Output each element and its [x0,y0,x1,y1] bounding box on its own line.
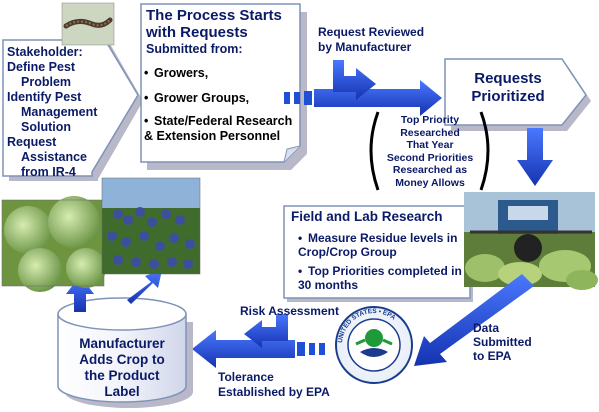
review-bent-arrow [333,60,376,100]
stakeholder-text: Stakeholder: Define Pest Problem Identif… [7,45,97,180]
research-bullet-text: Top Priorities completed in 30 months [298,264,462,292]
process-title: The Process Starts with Requests [146,7,282,41]
research-bullet-text: Measure Residue levels in Crop/Crop Grou… [298,231,458,259]
research-bullet: •Top Priorities completed in 30 months [298,264,462,292]
stakeholder-line: Define Pest [7,60,76,74]
down-arrow [517,128,553,186]
left-bracket [369,111,380,191]
review-line: Request Reviewed [318,25,425,39]
priority-line: Researched [400,126,460,139]
stakeholder-line: Assistance [21,150,88,164]
process-bullet-text: Growers, [154,66,209,80]
process-subtitle: Submitted from: [146,42,243,56]
data-submitted-line: to EPA [473,349,512,363]
manufacturer-line: the Product [84,368,160,383]
process-bullet-text: Grower Groups, [154,91,250,105]
field-sprayer-photo [464,192,598,290]
epa-seal-icon: UNITED STATES • EPA [335,306,413,384]
process-bullet-text: State/Federal Research & Extension Perso… [144,114,293,143]
stakeholder-line: from IR-4 [21,165,76,179]
stakeholder-line: Stakeholder: [7,45,83,59]
up-arrow-right [127,270,162,304]
stakeholder-line: Identify Pest [7,90,82,104]
process-bullet: •Grower Groups, [144,91,250,105]
research-box-shape [283,205,473,302]
manufacturer-label: Manufacturer Adds Crop to the Product La… [58,336,186,400]
tolerance-label: Tolerance Established by EPA [218,370,330,400]
prioritized-label: Requests Prioritized [458,70,558,106]
to-manufacturer-arrow [192,330,325,368]
manufacturer-line: Adds Crop to [79,352,165,367]
data-submitted-line: Data [473,321,500,335]
cabbage-photo [1,196,106,292]
priority-line: Money Allows [395,176,465,189]
review-label: Request Reviewed by Manufacturer [318,25,424,55]
tolerance-line: Tolerance [218,370,274,384]
prioritized-line: Prioritized [471,88,545,105]
priority-line: Second Priorities [386,151,474,164]
prioritized-line: Requests [474,70,542,87]
manufacturer-line: Label [104,384,140,399]
review-line: by Manufacturer [318,40,412,54]
stakeholder-line: Solution [21,120,71,134]
process-bullet: •Growers, [144,66,209,80]
process-bullet: •State/Federal Research & Extension Pers… [144,114,293,143]
data-submitted-line: Submitted [473,335,532,349]
manufacturer-line: Manufacturer [79,336,165,351]
stakeholder-line: Problem [21,75,72,89]
priority-line: That Year [406,139,454,151]
research-bullet: •Measure Residue levels in Crop/Crop Gro… [298,231,458,259]
stakeholder-line: Request [7,135,57,149]
data-submitted-label: Data Submitted to EPA [473,321,532,363]
stakeholder-arrow [2,15,143,181]
manufacturer-cylinder [57,297,193,408]
risk-bent-arrow [244,314,288,348]
process-box-shape [140,3,307,170]
risk-label: Risk Assessment [240,304,339,318]
process-title-line: with Requests [146,24,248,41]
research-title: Field and Lab Research [291,209,443,224]
right-bracket [479,111,490,191]
process-title-line: The Process Starts [146,7,282,24]
priority-line: Researched as [392,164,468,176]
to-epa-arrow [414,274,534,366]
prioritized-box-shape [444,58,591,131]
priority-line: Top Priority [400,114,460,126]
stakeholder-line: Management [21,105,98,119]
priority-note: Top Priority Researched That Year Second… [380,114,480,189]
blueberry-photo [101,177,201,275]
tolerance-line: Established by EPA [218,385,330,399]
caterpillar-photo [61,2,115,46]
